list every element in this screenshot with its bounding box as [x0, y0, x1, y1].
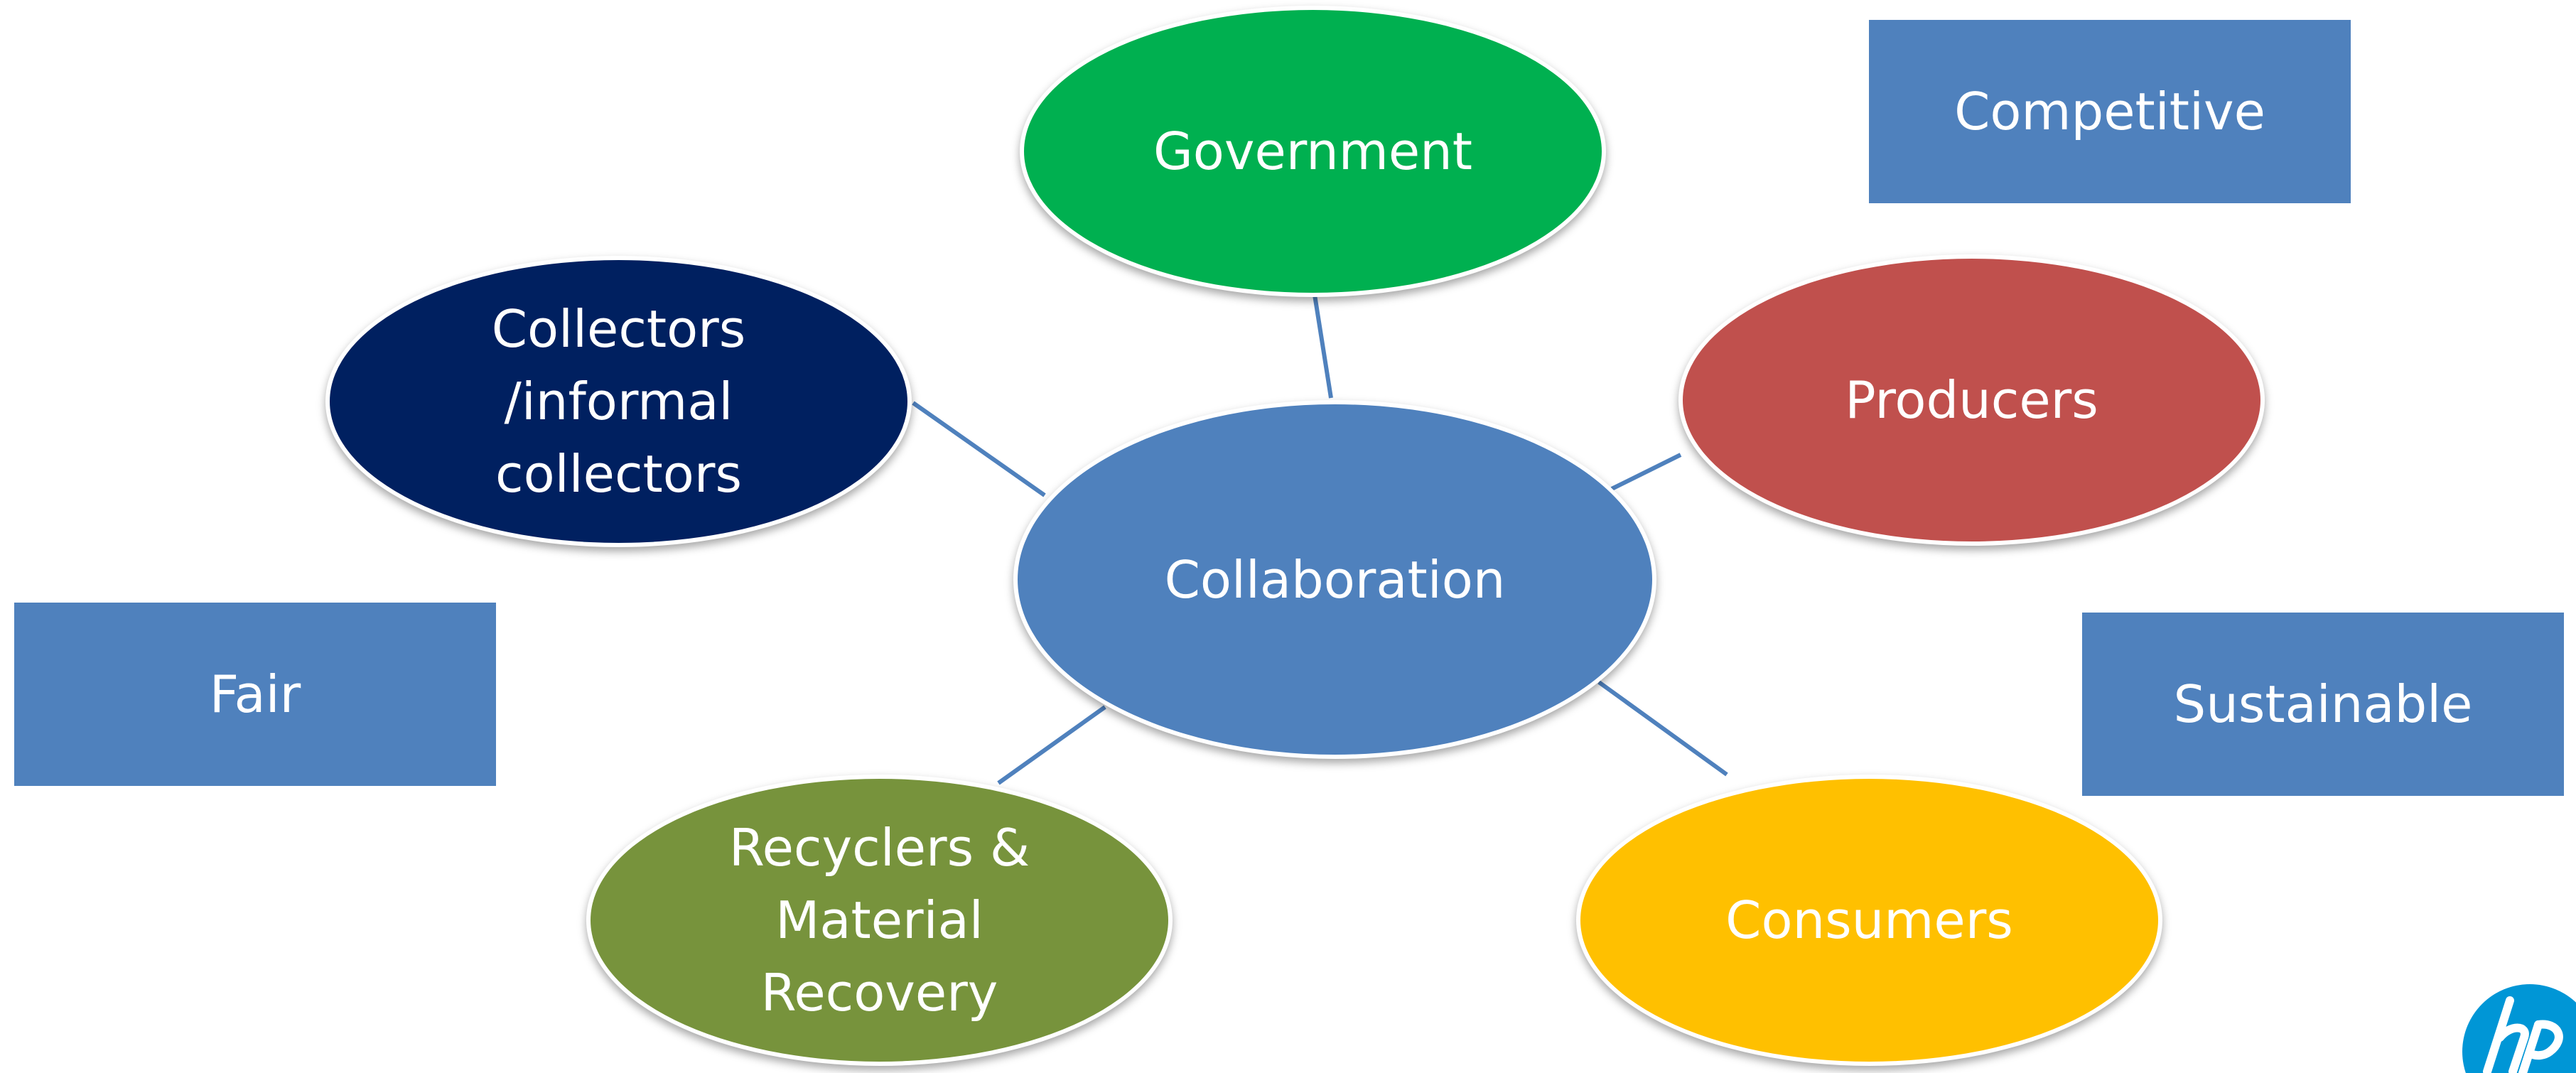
- node-consumers-label: Consumers: [1725, 890, 2013, 950]
- connector-government: [1313, 294, 1333, 399]
- hp-logo-icon: [2462, 984, 2576, 1073]
- node-collaboration: Collaboration: [1013, 400, 1656, 759]
- node-producers: Producers: [1678, 254, 2265, 546]
- tag-sustainable: Sustainable: [2082, 613, 2564, 796]
- tag-competitive: Competitive: [1869, 20, 2351, 203]
- node-recyclers-line-3: Recovery: [760, 963, 998, 1023]
- tag-competitive-label: Competitive: [1954, 82, 2265, 141]
- node-recyclers-line-2: Material: [775, 890, 983, 950]
- node-recyclers: Recyclers & Material Recovery: [586, 775, 1173, 1066]
- node-collaboration-label: Collaboration: [1164, 549, 1506, 610]
- connector-consumers: [1597, 680, 1728, 777]
- connector-recyclers: [997, 705, 1106, 785]
- node-recyclers-line-1: Recyclers &: [728, 818, 1030, 878]
- node-producers-label: Producers: [1845, 370, 2098, 430]
- tag-fair: Fair: [14, 603, 496, 786]
- tag-sustainable-label: Sustainable: [2173, 674, 2473, 734]
- node-government: Government: [1020, 6, 1606, 297]
- node-collectors: Collectors /informal collectors: [325, 256, 912, 547]
- node-consumers: Consumers: [1576, 775, 2162, 1066]
- node-collectors-line-2: /informal: [504, 372, 733, 431]
- node-collectors-line-3: collectors: [495, 444, 742, 504]
- node-collectors-line-1: Collectors: [491, 299, 746, 359]
- connector-producers: [1610, 453, 1682, 491]
- tag-fair-label: Fair: [209, 664, 301, 724]
- node-government-label: Government: [1153, 122, 1472, 181]
- connector-collectors: [912, 401, 1046, 497]
